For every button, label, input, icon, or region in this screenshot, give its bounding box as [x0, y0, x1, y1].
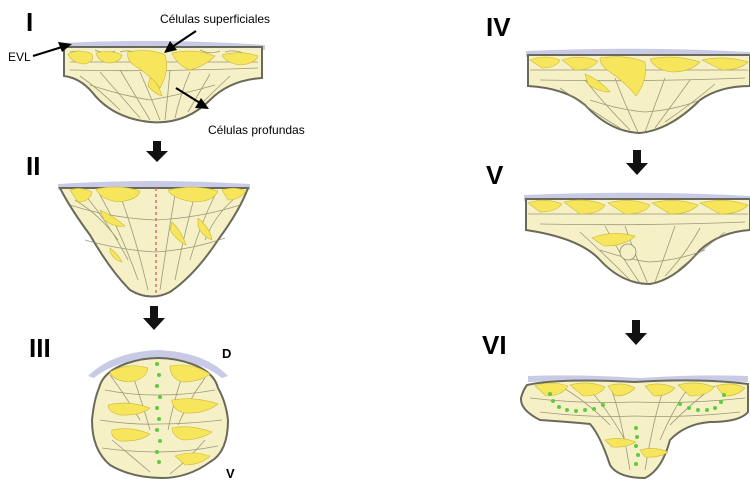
stage-5-section	[524, 193, 750, 284]
stage-1-section	[62, 41, 265, 122]
stage-label-4: IV	[486, 12, 511, 42]
stage-label-5: V	[486, 160, 504, 190]
evl-label: EVL	[8, 50, 31, 64]
stage-3-section	[88, 350, 228, 478]
stage-label-6: VI	[482, 330, 507, 360]
deep-cells-label: Células profundas	[208, 123, 305, 137]
stage-2-section	[58, 181, 250, 297]
stage-6-section	[521, 375, 748, 478]
progression-arrow-3	[626, 150, 648, 175]
progression-arrow-1	[146, 141, 168, 162]
progression-arrow-2	[143, 306, 165, 330]
stage-4-section	[526, 49, 750, 133]
stage-label-1: I	[26, 7, 33, 37]
progression-arrow-4	[625, 320, 647, 345]
ventral-label: V	[226, 466, 235, 481]
dorsal-label: D	[222, 346, 231, 361]
superficial-cells-label: Células superficiales	[160, 12, 270, 26]
stage-label-3: III	[29, 333, 51, 363]
stage-label-2: II	[26, 151, 40, 181]
